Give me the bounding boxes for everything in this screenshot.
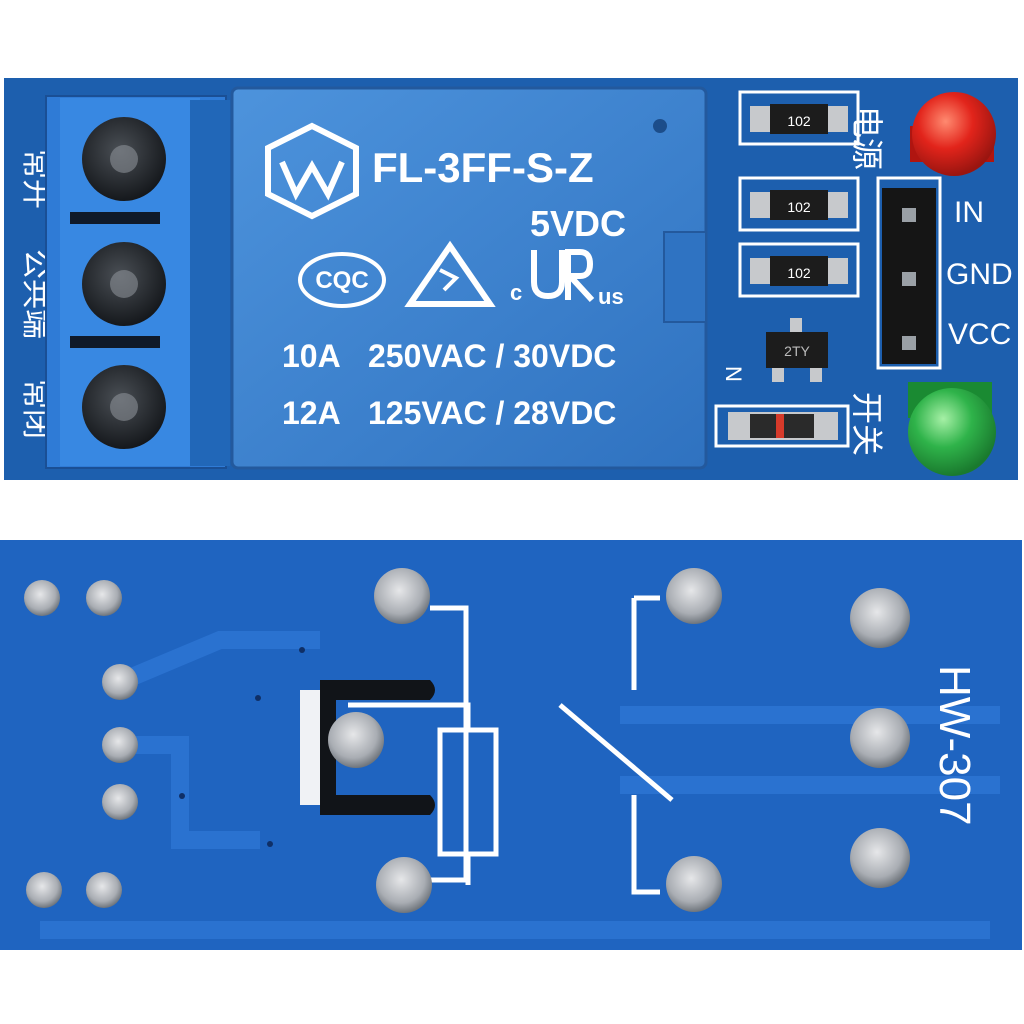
solder-pads — [24, 568, 910, 913]
board-model-label: HW-307 — [930, 665, 979, 826]
pin-vcc[interactable] — [902, 336, 916, 350]
label-power: 电源 — [849, 106, 885, 170]
relay-model: FL-3FF-S-Z — [372, 144, 594, 191]
relay-module-top-view: 常开 公共端 常闭 FL-3FF-S-Z 5VDC CQC — [0, 74, 1024, 482]
solder-pad — [374, 568, 430, 624]
solder-pad — [102, 727, 138, 763]
solder-pad — [86, 872, 122, 908]
cqc-mark-icon — [298, 252, 386, 308]
pin-header[interactable] — [876, 176, 942, 370]
power-led — [910, 92, 996, 176]
diode-label: N — [721, 366, 746, 382]
solder-pad — [666, 856, 722, 912]
solder-pad — [850, 828, 910, 888]
relay-component: FL-3FF-S-Z 5VDC CQC c us 10A 250VAC / 30… — [230, 86, 708, 470]
rating-1-voltage: 250VAC / 30VDC — [368, 338, 616, 374]
screw-terminal-block[interactable] — [45, 95, 230, 469]
relay-schematic — [348, 595, 674, 895]
solder-pad — [86, 580, 122, 616]
solder-pad — [850, 708, 910, 768]
solder-pad — [376, 857, 432, 913]
resistor-area: 102 102 102 — [738, 90, 860, 298]
rating-2-voltage: 125VAC / 28VDC — [368, 395, 616, 431]
solder-pad — [24, 580, 60, 616]
vias — [179, 647, 305, 847]
switch-led — [908, 382, 996, 476]
pin-label-in: IN — [954, 196, 984, 229]
pin-label-gnd: GND — [946, 258, 1013, 291]
solder-pad — [850, 588, 910, 648]
manufacturer-logo-icon — [265, 122, 359, 220]
copper-traces — [40, 631, 1000, 939]
solder-pad — [666, 568, 722, 624]
ur-mark-icon — [531, 249, 595, 303]
solder-pad — [26, 872, 62, 908]
solder-pad — [328, 712, 384, 768]
diode: N — [714, 366, 850, 448]
isolation-slot — [300, 680, 435, 815]
label-switch: 开关 — [849, 392, 885, 456]
pin-in[interactable] — [902, 208, 916, 222]
solder-pad — [102, 664, 138, 700]
relay-module-top-svg: 常开 公共端 常闭 FL-3FF-S-Z 5VDC CQC — [4, 78, 1018, 480]
solder-pad — [102, 784, 138, 820]
resistor-3-code: 102 — [787, 265, 811, 281]
pin-gnd[interactable] — [902, 272, 916, 286]
rating-1-current: 10A — [282, 338, 341, 374]
transistor: 2TY — [766, 318, 828, 382]
resistor-2-code: 102 — [787, 199, 811, 215]
cert-c-label: c — [510, 280, 522, 305]
cert-us-label: us — [598, 284, 624, 309]
warning-triangle-icon — [404, 240, 496, 307]
resistor-1-code: 102 — [787, 113, 811, 129]
rating-2-current: 12A — [282, 395, 341, 431]
pin-label-vcc: VCC — [948, 318, 1011, 351]
cqc-label: CQC — [315, 267, 368, 294]
relay-coil-voltage: 5VDC — [530, 203, 626, 244]
relay-module-bottom-view: HW-307 — [0, 540, 1024, 952]
transistor-code: 2TY — [784, 343, 810, 359]
relay-module-bottom-svg: HW-307 — [0, 540, 1022, 950]
